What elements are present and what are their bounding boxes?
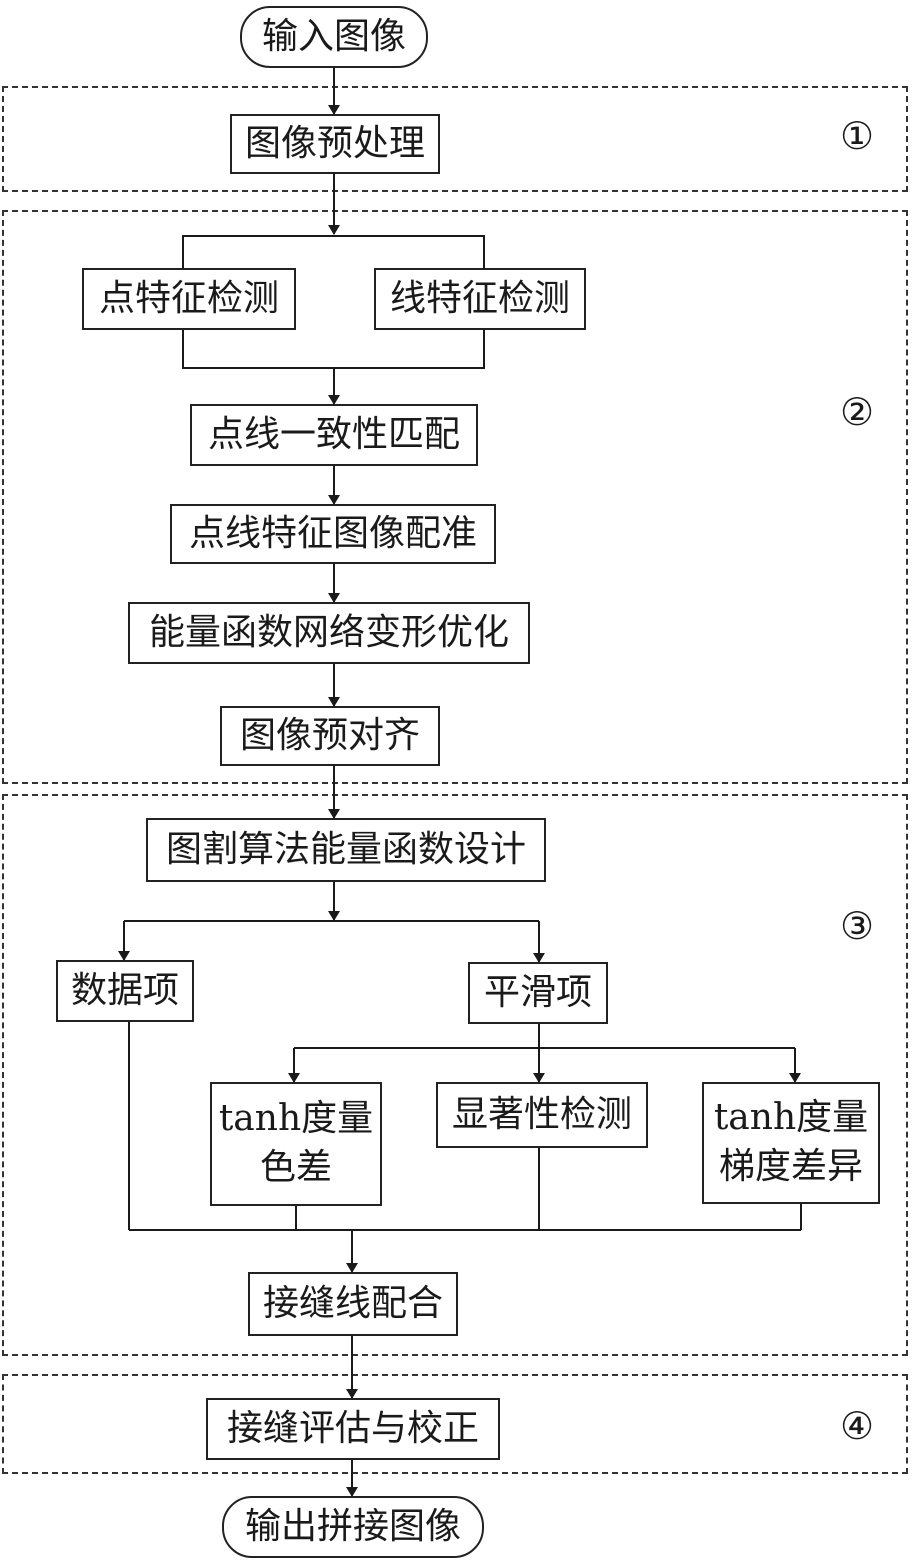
tanh-color-node: tanh度量 色差 <box>210 1082 382 1206</box>
section-4-number: ④ <box>840 1404 875 1448</box>
line-feature-detect-node: 线特征检测 <box>374 268 586 330</box>
point-line-match-node: 点线一致性匹配 <box>190 404 478 466</box>
preprocess-node: 图像预处理 <box>230 114 440 174</box>
merge-bracket-bottom <box>182 330 485 369</box>
input-image-node: 输入图像 <box>240 6 428 68</box>
section-1-frame <box>2 86 908 192</box>
seam-fit-node: 接缝线配合 <box>248 1272 458 1336</box>
smooth-term-node: 平滑项 <box>468 962 608 1024</box>
energy-optimization-node: 能量函数网络变形优化 <box>128 602 530 664</box>
saliency-detect-node: 显著性检测 <box>436 1082 648 1148</box>
section-3-frame <box>2 794 908 1356</box>
graphcut-design-node: 图割算法能量函数设计 <box>146 818 546 882</box>
split-bracket-top <box>182 235 485 268</box>
output-image-node: 输出拼接图像 <box>222 1496 484 1558</box>
pre-align-node: 图像预对齐 <box>220 706 440 766</box>
point-feature-detect-node: 点特征检测 <box>82 268 296 330</box>
section-2-frame <box>2 210 908 784</box>
section-2-number: ② <box>840 390 875 434</box>
point-line-register-node: 点线特征图像配准 <box>170 504 496 564</box>
seam-eval-node: 接缝评估与校正 <box>206 1398 500 1460</box>
tanh-gradient-node: tanh度量 梯度差异 <box>702 1082 880 1204</box>
section-1-number: ① <box>840 114 875 158</box>
data-term-node: 数据项 <box>56 960 194 1022</box>
section-4-frame <box>2 1374 908 1474</box>
section-3-number: ③ <box>840 904 875 948</box>
